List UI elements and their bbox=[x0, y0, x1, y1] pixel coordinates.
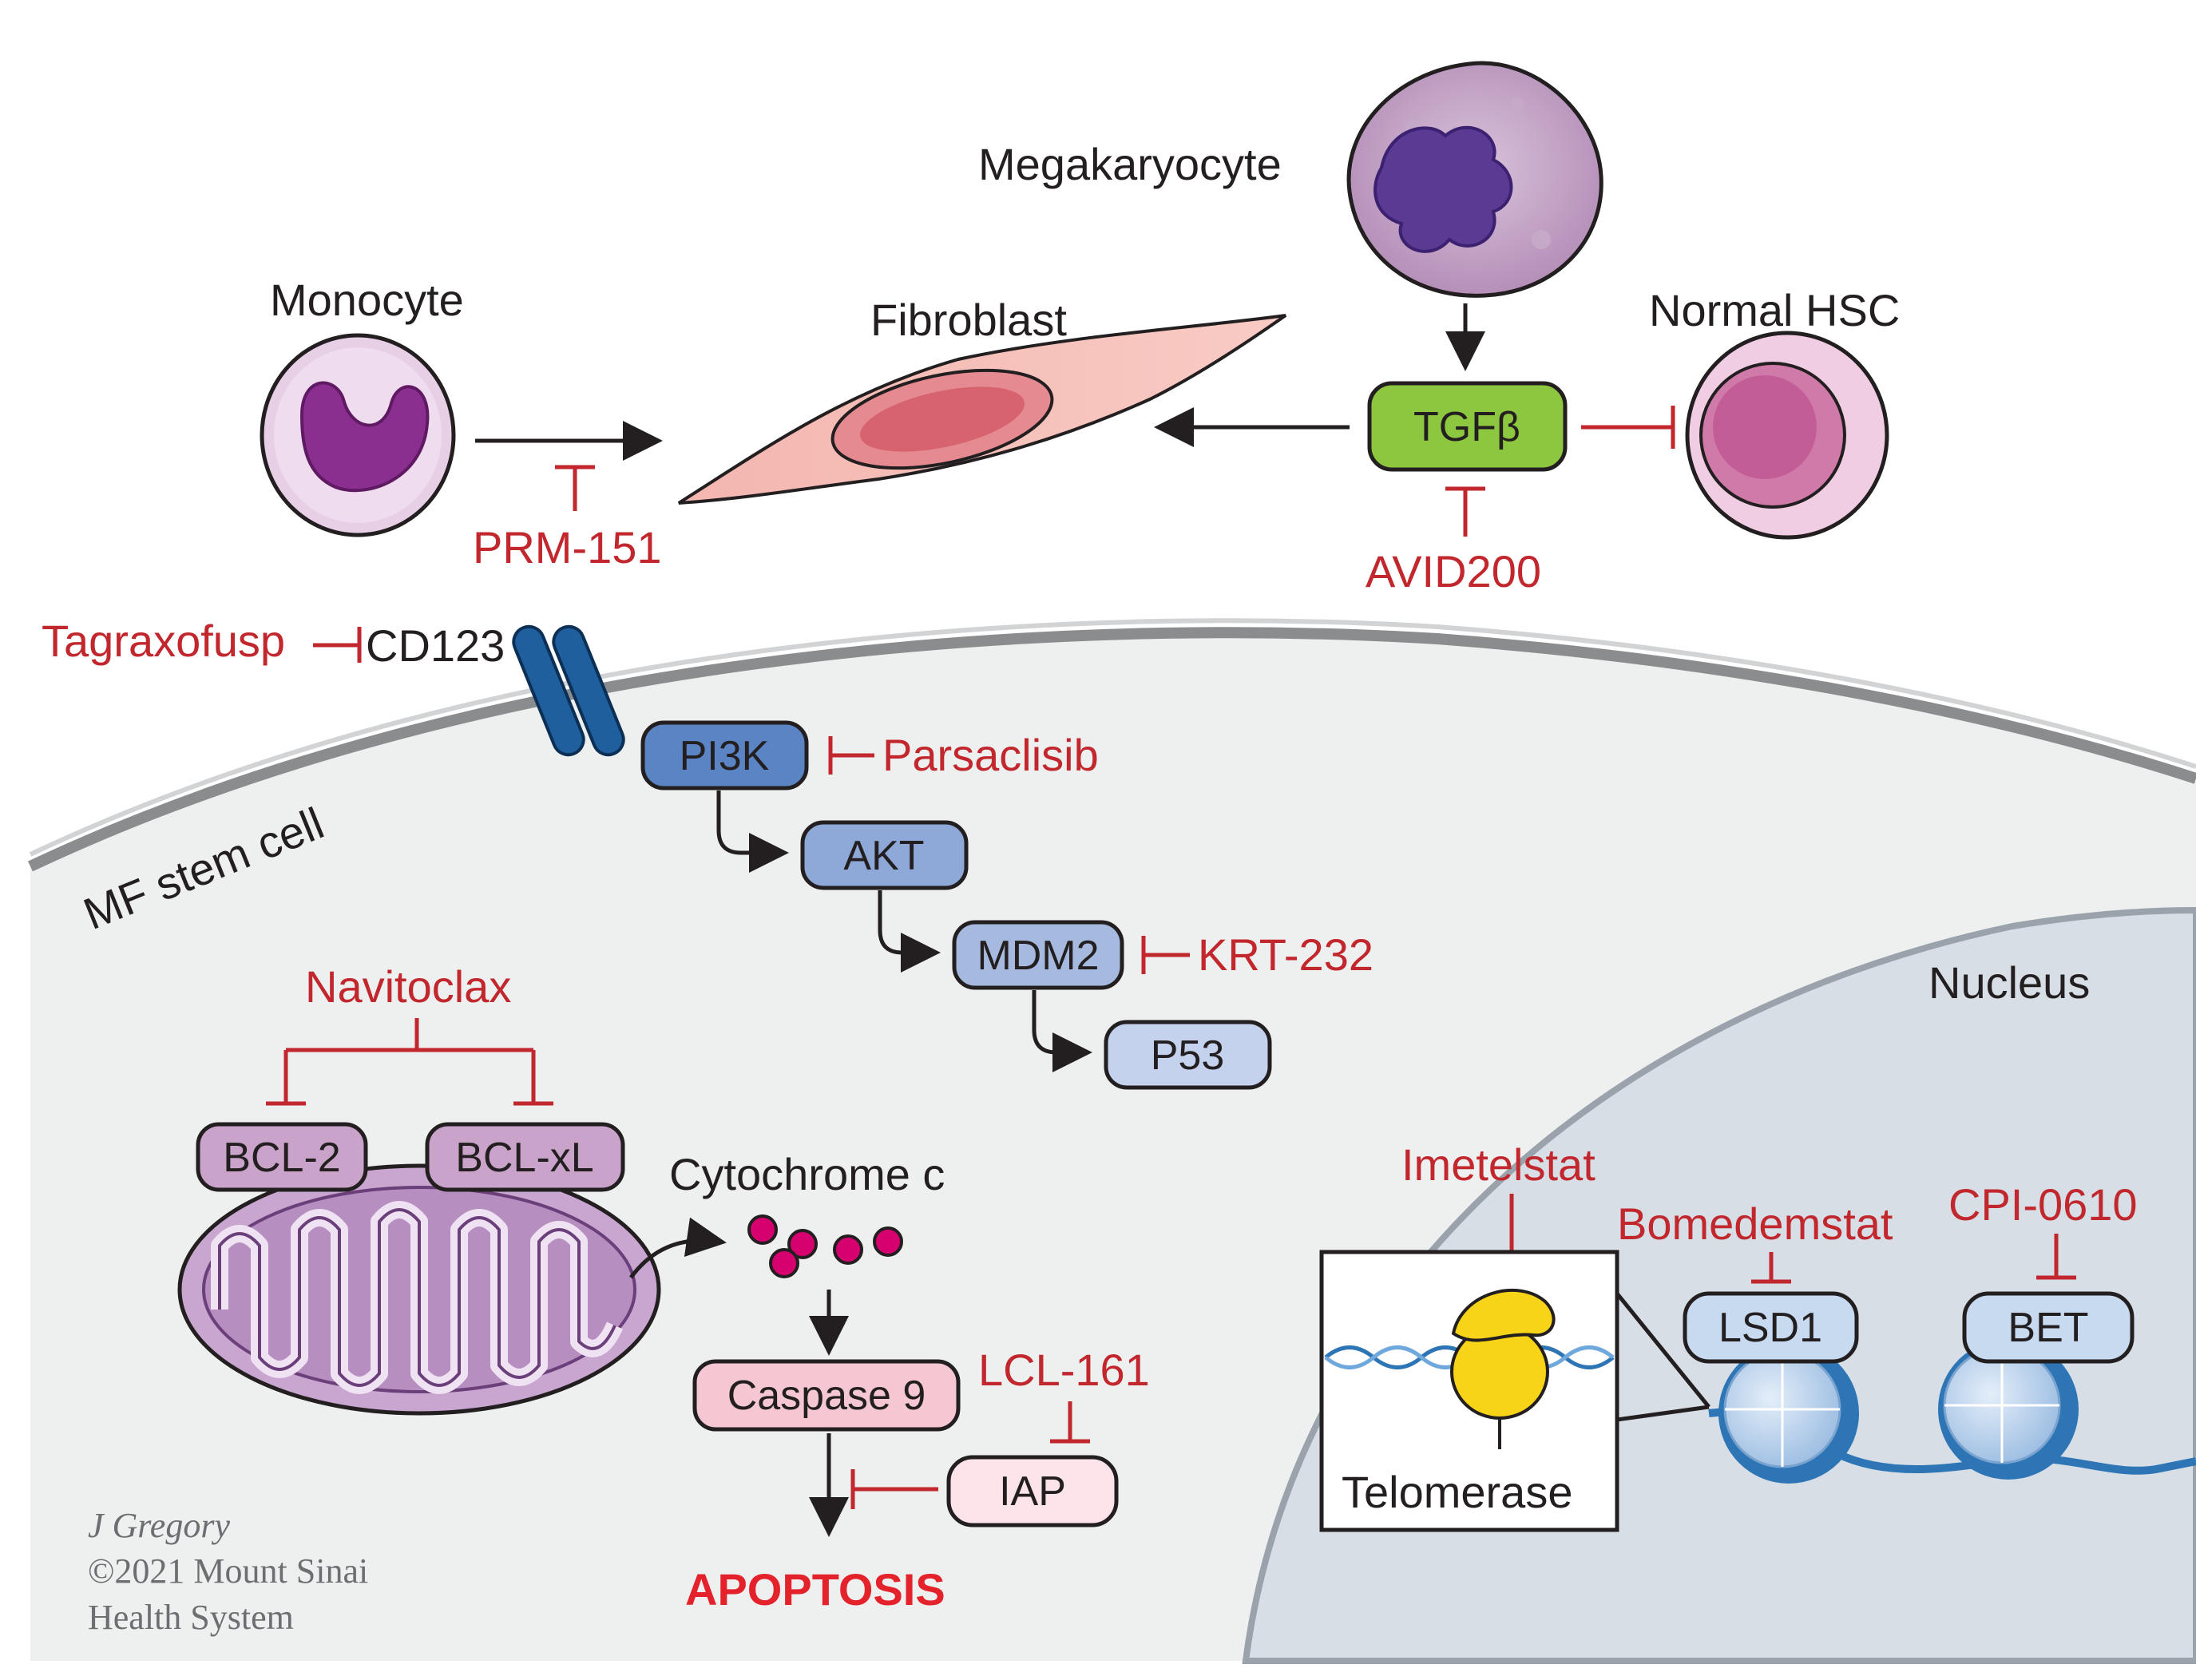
cytochrome-c-label: Cytochrome c bbox=[669, 1149, 945, 1199]
caspase9-label: Caspase 9 bbox=[727, 1373, 926, 1419]
bclxl-node: BCL-xL bbox=[425, 1122, 625, 1192]
akt-node: AKT bbox=[800, 820, 969, 890]
bcl2-label: BCL-2 bbox=[223, 1135, 340, 1181]
parsaclisib-inhibitor bbox=[828, 736, 874, 775]
arrow-mdm2-to-p53 bbox=[1032, 990, 1092, 1072]
nucleosome-icon bbox=[1938, 1339, 2079, 1480]
cpi0610-inhibitor bbox=[2036, 1234, 2076, 1280]
avid200-label: AVID200 bbox=[1366, 546, 1541, 596]
imetelstat-label: Imetelstat bbox=[1401, 1139, 1595, 1190]
inset-connector-bottom bbox=[1616, 1405, 1710, 1422]
akt-label: AKT bbox=[843, 833, 924, 879]
tgfb-node: TGFβ bbox=[1367, 381, 1568, 472]
credit-copyright: ©2021 Mount Sinai bbox=[88, 1551, 368, 1591]
caspase9-node: Caspase 9 bbox=[692, 1359, 961, 1432]
cd123-label: CD123 bbox=[366, 620, 505, 671]
telomerase-icon bbox=[1450, 1289, 1556, 1449]
receptor-icon bbox=[512, 624, 625, 757]
bclxl-label: BCL-xL bbox=[455, 1135, 593, 1181]
tagraxofusp-label: Tagraxofusp bbox=[42, 616, 285, 666]
megakaryocyte-label: Megakaryocyte bbox=[978, 139, 1282, 189]
arrow-mito-to-cytochrome bbox=[628, 1217, 727, 1279]
iap-label: IAP bbox=[999, 1468, 1066, 1515]
mdm2-label: MDM2 bbox=[977, 933, 1099, 979]
cpi0610-label: CPI-0610 bbox=[1948, 1179, 2138, 1230]
p53-node: P53 bbox=[1104, 1020, 1272, 1090]
prm151-inhibitor bbox=[555, 465, 595, 511]
pi3k-node: PI3K bbox=[640, 720, 809, 790]
telomerase-label: Telomerase bbox=[1342, 1467, 1572, 1517]
krt232-inhibitor bbox=[1141, 936, 1190, 974]
navitoclax-inhibitor bbox=[266, 1018, 553, 1106]
arrow-akt-to-mdm2 bbox=[878, 890, 941, 973]
monocyte-label: Monocyte bbox=[270, 275, 464, 325]
bomedemstat-inhibitor bbox=[1751, 1252, 1791, 1284]
lsd1-label: LSD1 bbox=[1718, 1305, 1822, 1351]
krt232-label: KRT-232 bbox=[1198, 929, 1373, 980]
nucleus-label: Nucleus bbox=[1928, 957, 2090, 1008]
prm151-label: PRM-151 bbox=[473, 522, 662, 573]
inset-connector-top bbox=[1615, 1292, 1710, 1409]
lsd1-node: LSD1 bbox=[1683, 1291, 1859, 1364]
bet-node: BET bbox=[1962, 1291, 2135, 1364]
pi3k-label: PI3K bbox=[680, 733, 770, 779]
normal-hsc-label: Normal HSC bbox=[1649, 285, 1900, 335]
nucleosome-icon bbox=[1718, 1343, 1859, 1484]
monocyte-cell-icon bbox=[260, 333, 456, 537]
bomedemstat-label: Bomedemstat bbox=[1617, 1199, 1893, 1249]
credit-org: Health System bbox=[88, 1598, 294, 1637]
tagraxofusp-inhibitor bbox=[313, 627, 362, 663]
navitoclax-label: Navitoclax bbox=[305, 961, 511, 1012]
mitochondrion-icon bbox=[177, 1163, 661, 1416]
fibroblast-cell-icon bbox=[677, 314, 1287, 505]
cytochrome-c-icon bbox=[747, 1214, 903, 1278]
hsc-cell-icon bbox=[1685, 331, 1889, 540]
arrow-pi3k-to-akt bbox=[716, 790, 789, 873]
tgfb-label: TGFβ bbox=[1413, 404, 1520, 450]
tgfb-inhibits-hsc bbox=[1581, 406, 1675, 449]
apoptosis-label: APOPTOSIS bbox=[685, 1564, 945, 1615]
credit-author: J Gregory bbox=[88, 1506, 230, 1545]
iap-node: IAP bbox=[946, 1455, 1119, 1527]
bet-label: BET bbox=[2008, 1305, 2088, 1351]
bcl2-node: BCL-2 bbox=[196, 1122, 368, 1192]
avid200-inhibitor bbox=[1445, 486, 1485, 537]
fibroblast-label: Fibroblast bbox=[870, 295, 1067, 345]
megakaryocyte-cell-icon bbox=[1346, 61, 1603, 298]
lcl161-label: LCL-161 bbox=[978, 1345, 1150, 1395]
iap-inhibits-pathway bbox=[850, 1469, 938, 1509]
mdm2-node: MDM2 bbox=[952, 920, 1124, 990]
p53-label: P53 bbox=[1151, 1032, 1225, 1079]
parsaclisib-label: Parsaclisib bbox=[882, 730, 1099, 780]
lcl161-inhibitor bbox=[1050, 1401, 1090, 1444]
